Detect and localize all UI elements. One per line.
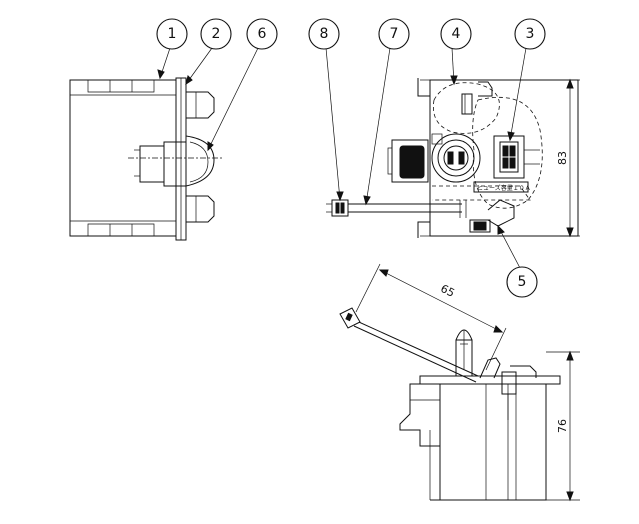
- svg-text:5: 5: [518, 274, 527, 290]
- svg-text:1: 1: [168, 26, 177, 42]
- callout-1: 1: [156, 18, 188, 50]
- svg-text:3: 3: [526, 26, 535, 42]
- svg-text:2: 2: [212, 26, 221, 42]
- dimension-65: 65: [355, 263, 507, 371]
- callout-8: 8: [308, 18, 340, 50]
- dimension-83-text: 83: [556, 151, 569, 165]
- callout-4: 4: [440, 18, 472, 50]
- leader-lines: [157, 47, 527, 269]
- callout-3: 3: [514, 18, 546, 50]
- callout-7: 7: [378, 18, 410, 50]
- callout-2: 2: [200, 18, 232, 50]
- dimension-65-text: 65: [438, 282, 456, 300]
- dimension-76-text: 76: [556, 419, 569, 433]
- svg-text:8: 8: [320, 26, 329, 42]
- front-view: [69, 77, 222, 241]
- top-view: ヒューズ容量１０Ａ: [326, 78, 579, 238]
- dimension-76: 76: [546, 350, 580, 502]
- svg-text:4: 4: [452, 26, 461, 42]
- svg-text:6: 6: [258, 26, 267, 42]
- callout-6: 6: [246, 18, 278, 50]
- dimension-83: 83: [540, 78, 580, 238]
- svg-text:7: 7: [390, 26, 399, 42]
- side-view: [339, 307, 561, 501]
- callout-5: 5: [506, 266, 538, 298]
- fuse-capacity-label: ヒューズ容量１０Ａ: [477, 184, 531, 192]
